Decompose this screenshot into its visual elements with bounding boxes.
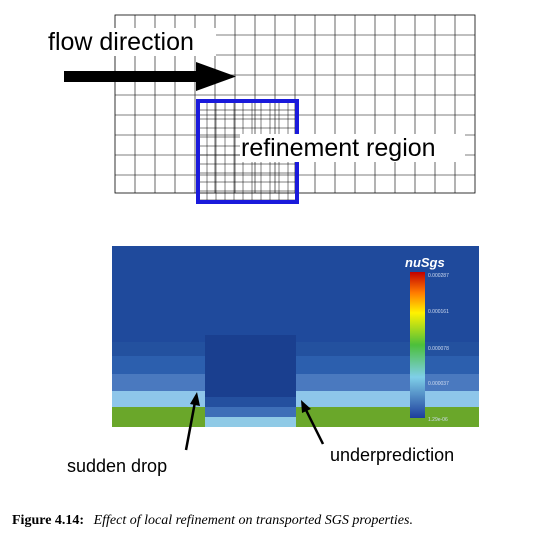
colorbar: nuSgs 0.000287 0.000161 0.000078 0.00003… [405, 255, 449, 423]
colorbar-tick-3: 0.000037 [428, 381, 449, 387]
underprediction-arrow-icon [301, 400, 325, 445]
caption-label: Figure 4.14: [12, 513, 84, 528]
colorbar-tick-4: 1.29e-06 [428, 417, 448, 423]
colorbar-tick-2: 0.000078 [428, 346, 449, 352]
underprediction-label: underprediction [330, 445, 454, 465]
colorbar-tick-0: 0.000287 [428, 273, 449, 279]
refinement-region-label: refinement region [241, 134, 436, 162]
figure-caption: Figure 4.14: Effect of local refinement … [12, 513, 413, 528]
flow-direction-label: flow direction [48, 28, 194, 56]
caption-text: Effect of local refinement on transporte… [93, 513, 413, 528]
flow-arrow-icon [64, 62, 236, 91]
sudden-drop-label: sudden drop [67, 456, 167, 476]
colorbar-tick-1: 0.000161 [428, 309, 449, 315]
colorbar-title: nuSgs [405, 255, 445, 270]
sudden-drop-arrow-icon [184, 392, 200, 451]
